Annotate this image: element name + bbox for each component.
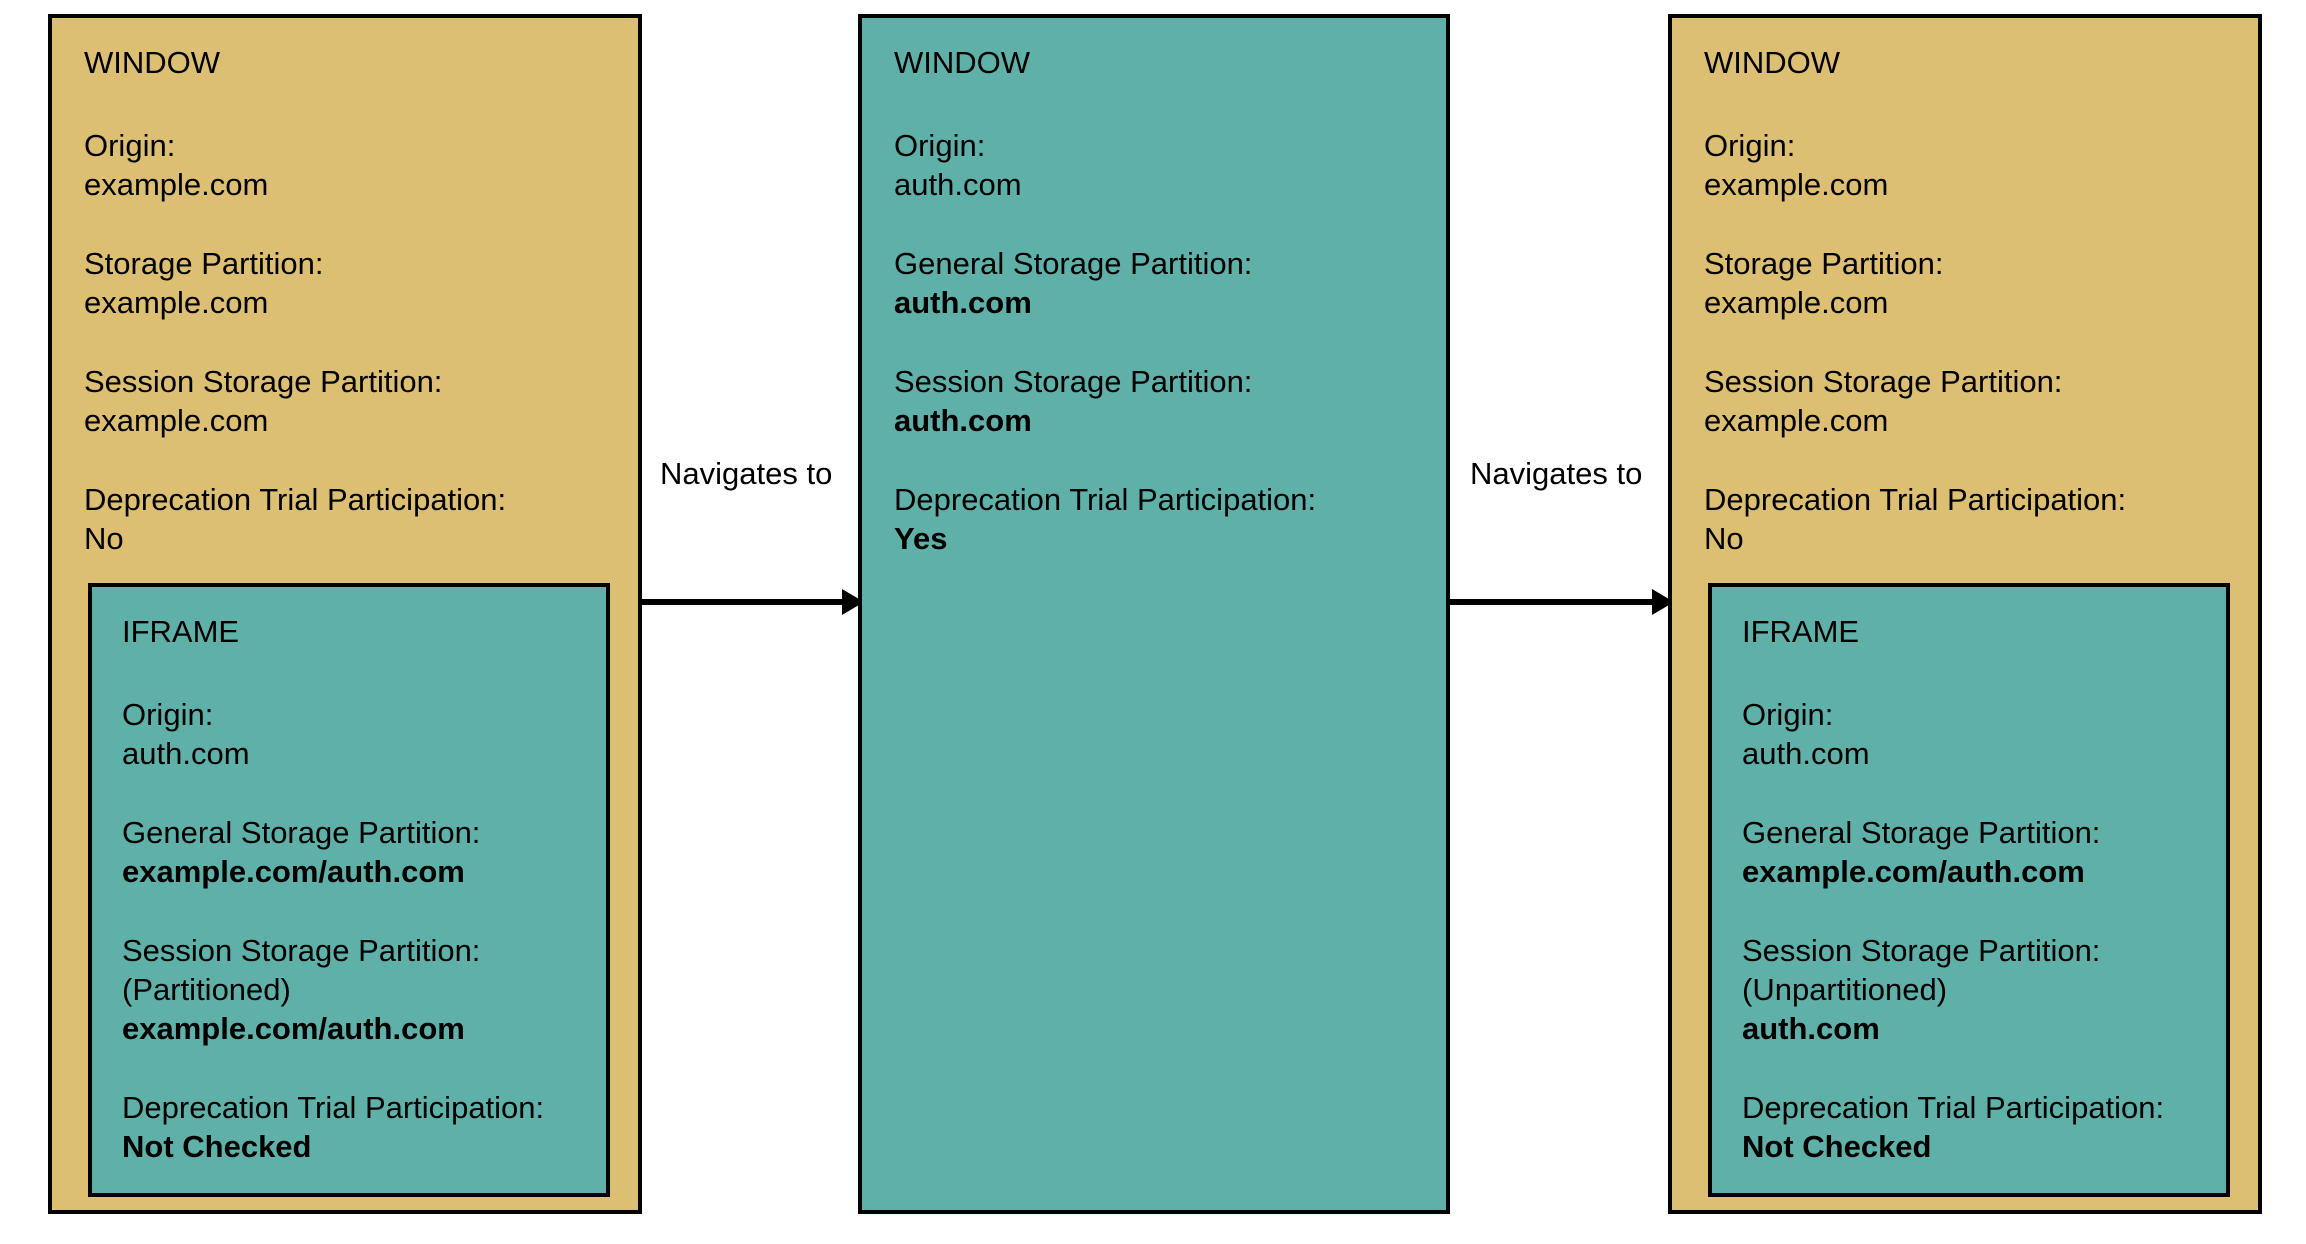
field-label: Session Storage Partition: (894, 364, 1253, 399)
field-deprecation-trial-participation: Deprecation Trial Participation: Yes (894, 480, 1426, 558)
field-value: example.com (84, 167, 269, 202)
field-value: example.com/auth.com (122, 1011, 465, 1046)
iframe-panel-1-fields: IFRAME Origin: auth.com General Storage … (122, 613, 586, 1166)
field-deprecation-trial-participation: Deprecation Trial Participation: No (84, 480, 618, 558)
window-panel-3-fields: WINDOW Origin: example.com Storage Parti… (1704, 44, 2238, 558)
field-origin: Origin: auth.com (1742, 695, 2206, 773)
field-label: Origin: (1742, 697, 1834, 732)
field-value: auth.com (894, 167, 1022, 202)
field-session-storage-partition: Session Storage Partition: example.com (84, 362, 618, 440)
field-storage-partition: Storage Partition: example.com (84, 244, 618, 322)
field-origin: Origin: example.com (84, 126, 618, 204)
field-value: auth.com (894, 285, 1032, 320)
field-session-storage-partition: Session Storage Partition: example.com (1704, 362, 2238, 440)
iframe-panel-3-fields: IFRAME Origin: auth.com General Storage … (1742, 613, 2206, 1166)
field-label: Deprecation Trial Participation: (894, 482, 1317, 517)
field-label: Deprecation Trial Participation: (1704, 482, 2127, 517)
field-label: Storage Partition: (84, 246, 324, 281)
field-label: Deprecation Trial Participation: (122, 1090, 545, 1125)
field-value: Not Checked (1742, 1129, 1932, 1164)
window-panel-2: WINDOW Origin: auth.com General Storage … (858, 14, 1450, 1214)
field-session-storage-partition: Session Storage Partition: (Unpartitione… (1742, 931, 2206, 1048)
field-label: Origin: (122, 697, 214, 732)
field-value: auth.com (122, 736, 250, 771)
field-session-storage-partition: Session Storage Partition: (Partitioned)… (122, 931, 586, 1048)
field-value: example.com/auth.com (1742, 854, 2085, 889)
field-label: Session Storage Partition: (1742, 933, 2101, 968)
field-deprecation-trial-participation: Deprecation Trial Participation: Not Che… (122, 1088, 586, 1166)
field-origin: Origin: example.com (1704, 126, 2238, 204)
iframe-panel-3-title: IFRAME (1742, 614, 1860, 649)
field-value: auth.com (1742, 736, 1870, 771)
field-value: example.com (1704, 403, 1889, 438)
field-origin: Origin: auth.com (122, 695, 586, 773)
field-label: Session Storage Partition: (122, 933, 481, 968)
window-panel-1-title: WINDOW (84, 45, 221, 80)
field-general-storage-partition: General Storage Partition: example.com/a… (1742, 813, 2206, 891)
arrow-2-label: Navigates to (1470, 456, 1643, 491)
field-label: Origin: (894, 128, 986, 163)
field-sub: (Unpartitioned) (1742, 972, 1948, 1007)
field-label: Origin: (84, 128, 176, 163)
field-label: Deprecation Trial Participation: (84, 482, 507, 517)
arrow-right-icon (1448, 589, 1674, 615)
field-label: General Storage Partition: (122, 815, 481, 850)
field-value: Not Checked (122, 1129, 312, 1164)
field-deprecation-trial-participation: Deprecation Trial Participation: Not Che… (1742, 1088, 2206, 1166)
field-value: Yes (894, 521, 948, 556)
field-label: Deprecation Trial Participation: (1742, 1090, 2165, 1125)
field-value: example.com/auth.com (122, 854, 465, 889)
field-value: auth.com (894, 403, 1032, 438)
field-label: General Storage Partition: (894, 246, 1253, 281)
field-value: No (1704, 521, 1744, 556)
iframe-panel-3: IFRAME Origin: auth.com General Storage … (1708, 583, 2230, 1197)
field-general-storage-partition: General Storage Partition: example.com/a… (122, 813, 586, 891)
window-panel-2-fields: WINDOW Origin: auth.com General Storage … (894, 44, 1426, 558)
field-session-storage-partition: Session Storage Partition: auth.com (894, 362, 1426, 440)
field-label: Origin: (1704, 128, 1796, 163)
arrow-1 (638, 582, 864, 622)
window-panel-3-title: WINDOW (1704, 45, 1841, 80)
field-value: example.com (1704, 285, 1889, 320)
iframe-panel-1-title: IFRAME (122, 614, 240, 649)
field-label: Session Storage Partition: (84, 364, 443, 399)
field-sub: (Partitioned) (122, 972, 291, 1007)
arrow-right-icon (638, 589, 864, 615)
field-origin: Origin: auth.com (894, 126, 1426, 204)
field-value: auth.com (1742, 1011, 1880, 1046)
field-value: No (84, 521, 124, 556)
field-label: Session Storage Partition: (1704, 364, 2063, 399)
iframe-panel-1: IFRAME Origin: auth.com General Storage … (88, 583, 610, 1197)
window-panel-1-fields: WINDOW Origin: example.com Storage Parti… (84, 44, 618, 558)
field-value: example.com (84, 285, 269, 320)
field-general-storage-partition: General Storage Partition: auth.com (894, 244, 1426, 322)
field-label: General Storage Partition: (1742, 815, 2101, 850)
arrow-1-label: Navigates to (660, 456, 833, 491)
arrow-2 (1448, 582, 1674, 622)
field-value: example.com (1704, 167, 1889, 202)
field-deprecation-trial-participation: Deprecation Trial Participation: No (1704, 480, 2238, 558)
field-value: example.com (84, 403, 269, 438)
window-panel-2-title: WINDOW (894, 45, 1031, 80)
field-label: Storage Partition: (1704, 246, 1944, 281)
field-storage-partition: Storage Partition: example.com (1704, 244, 2238, 322)
